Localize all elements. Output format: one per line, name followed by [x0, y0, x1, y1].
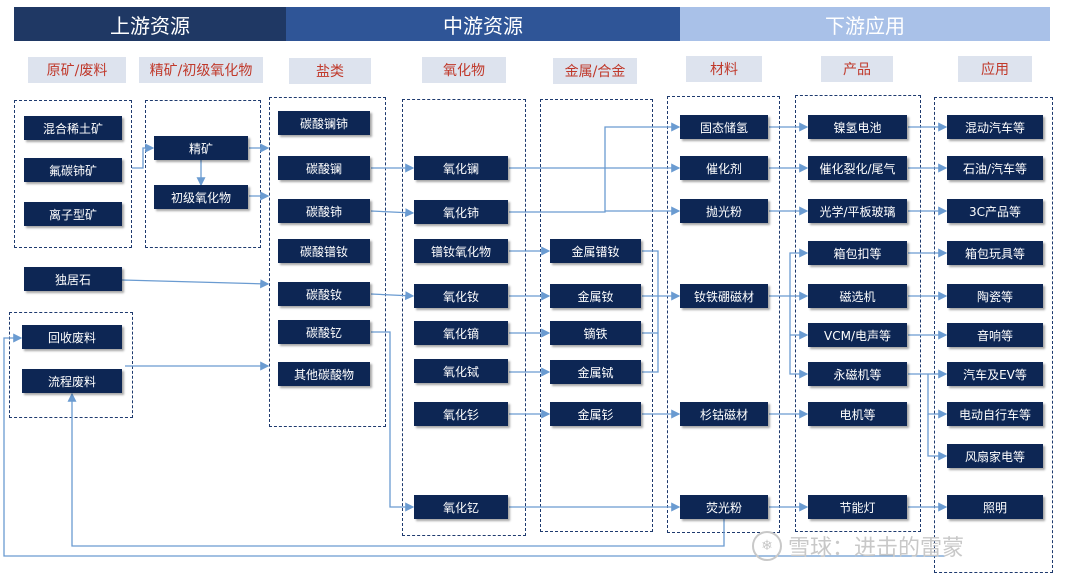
category-salts: 盐类	[289, 58, 371, 84]
group-ore	[14, 100, 132, 248]
node-lamp: 节能灯	[808, 495, 907, 519]
node-la-ce-carbonate: 碳酸镧铈	[278, 111, 370, 135]
node-sm-metal: 金属钐	[550, 402, 641, 426]
node-electronics-3c: 3C产品等	[947, 199, 1043, 223]
node-polishing: 抛光粉	[680, 199, 768, 223]
node-ev: 汽车及EV等	[947, 362, 1043, 386]
stage-downstream: 下游应用	[680, 7, 1050, 41]
group-oxides	[402, 99, 526, 536]
node-y-oxide: 氧化钇	[414, 495, 508, 519]
group-products	[795, 95, 921, 532]
node-pm-motor: 永磁机等	[808, 362, 907, 386]
node-ebike: 电动自行车等	[947, 402, 1043, 426]
node-ndfeb: 钕铁硼磁材	[680, 284, 768, 308]
category-materials: 材料	[686, 56, 762, 82]
group-salts	[269, 97, 386, 427]
category-concentrate: 精矿/初级氧化物	[139, 57, 263, 83]
watermark-text: 雪球：进击的雷蒙	[788, 536, 965, 561]
group-waste	[9, 312, 133, 418]
stage-upstream: 上游资源	[14, 7, 286, 41]
node-process-waste: 流程废料	[22, 369, 122, 393]
node-ceramics: 陶瓷等	[947, 284, 1043, 308]
node-prnd-oxide: 镨钕氧化物	[414, 239, 508, 263]
node-nimh: 镍氢电池	[808, 115, 907, 139]
node-dyfe: 镝铁	[550, 321, 641, 345]
node-separator: 磁选机	[808, 284, 907, 308]
node-concentrate: 精矿	[154, 136, 248, 160]
group-concentrate	[145, 100, 261, 248]
node-sm-oxide: 氧化钐	[414, 402, 508, 426]
node-ce-oxide: 氧化铈	[414, 200, 508, 224]
watermark: ❄ 雪球：进击的雷蒙	[752, 530, 964, 562]
node-tb-metal: 金属铽	[550, 360, 641, 384]
stage-midstream: 中游资源	[286, 7, 680, 41]
node-mixed-rare-earth: 混合稀土矿	[24, 116, 122, 140]
node-prnd-metal: 金属镨钕	[550, 239, 641, 263]
snowball-logo-icon: ❄	[752, 531, 782, 561]
node-ce-carbonate: 碳酸铈	[278, 199, 370, 223]
node-phosphor: 荧光粉	[680, 495, 768, 519]
node-appliances: 风扇家电等	[947, 444, 1043, 468]
node-y-carbonate: 碳酸钇	[278, 320, 370, 344]
node-toys: 箱包玩具等	[947, 241, 1043, 265]
node-prnd-carbonate: 碳酸镨钕	[278, 239, 370, 263]
category-products: 产品	[821, 56, 893, 82]
node-bastnaesite: 氟碳铈矿	[24, 158, 122, 182]
node-motor: 电机等	[808, 402, 907, 426]
category-applications: 应用	[958, 56, 1032, 82]
node-primary-oxide: 初级氧化物	[154, 185, 248, 209]
node-other-carbonate: 其他碳酸物	[278, 362, 370, 386]
node-tb-oxide: 氧化铽	[414, 359, 508, 383]
node-dy-oxide: 氧化镝	[414, 321, 508, 345]
node-vcm: VCM/电声等	[808, 323, 907, 347]
node-audio: 音响等	[947, 323, 1043, 347]
node-smco: 杉钴磁材	[680, 402, 768, 426]
node-la-carbonate: 碳酸镧	[278, 156, 370, 180]
node-nd-oxide: 氧化钕	[414, 284, 508, 308]
category-metals: 金属/合金	[553, 58, 637, 84]
node-nd-metal: 金属钕	[550, 284, 641, 308]
node-cracking: 催化裂化/尾气	[808, 156, 907, 180]
node-monazite: 独居石	[24, 267, 122, 291]
node-petro-car: 石油/汽车等	[947, 156, 1043, 180]
node-catalyst: 催化剂	[680, 156, 768, 180]
node-nd-carbonate: 碳酸钕	[278, 282, 370, 306]
node-h2-storage: 固态储氢	[680, 115, 768, 139]
node-hybrid-car: 混动汽车等	[947, 115, 1043, 139]
node-optical-glass: 光学/平板玻璃	[808, 199, 907, 223]
node-lighting: 照明	[947, 495, 1043, 519]
node-ionic-ore: 离子型矿	[24, 202, 122, 226]
category-ore: 原矿/废料	[28, 57, 126, 83]
category-oxides: 氧化物	[422, 57, 506, 83]
node-bag-buckle: 箱包扣等	[808, 241, 907, 265]
group-metals	[540, 99, 653, 532]
node-la-oxide: 氧化镧	[414, 156, 508, 180]
node-recycled-waste: 回收废料	[22, 325, 122, 349]
